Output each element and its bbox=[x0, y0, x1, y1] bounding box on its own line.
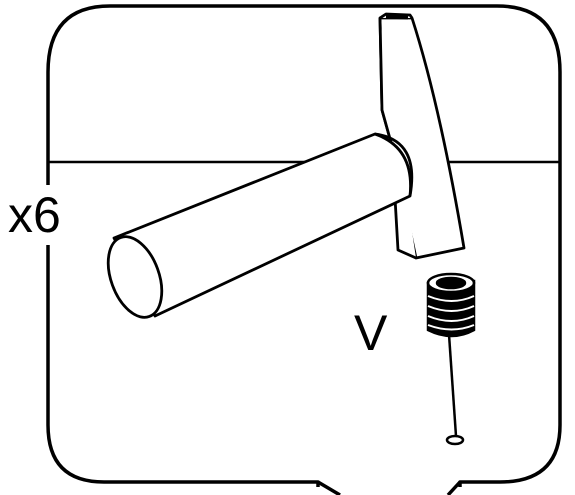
callout-pointer bbox=[317, 480, 462, 495]
part-label: V bbox=[354, 305, 388, 361]
insert-nut-icon bbox=[426, 272, 476, 446]
quantity-label: x6 bbox=[8, 187, 61, 243]
callout-frame bbox=[46, 4, 562, 487]
hammer-icon bbox=[106, 12, 466, 319]
